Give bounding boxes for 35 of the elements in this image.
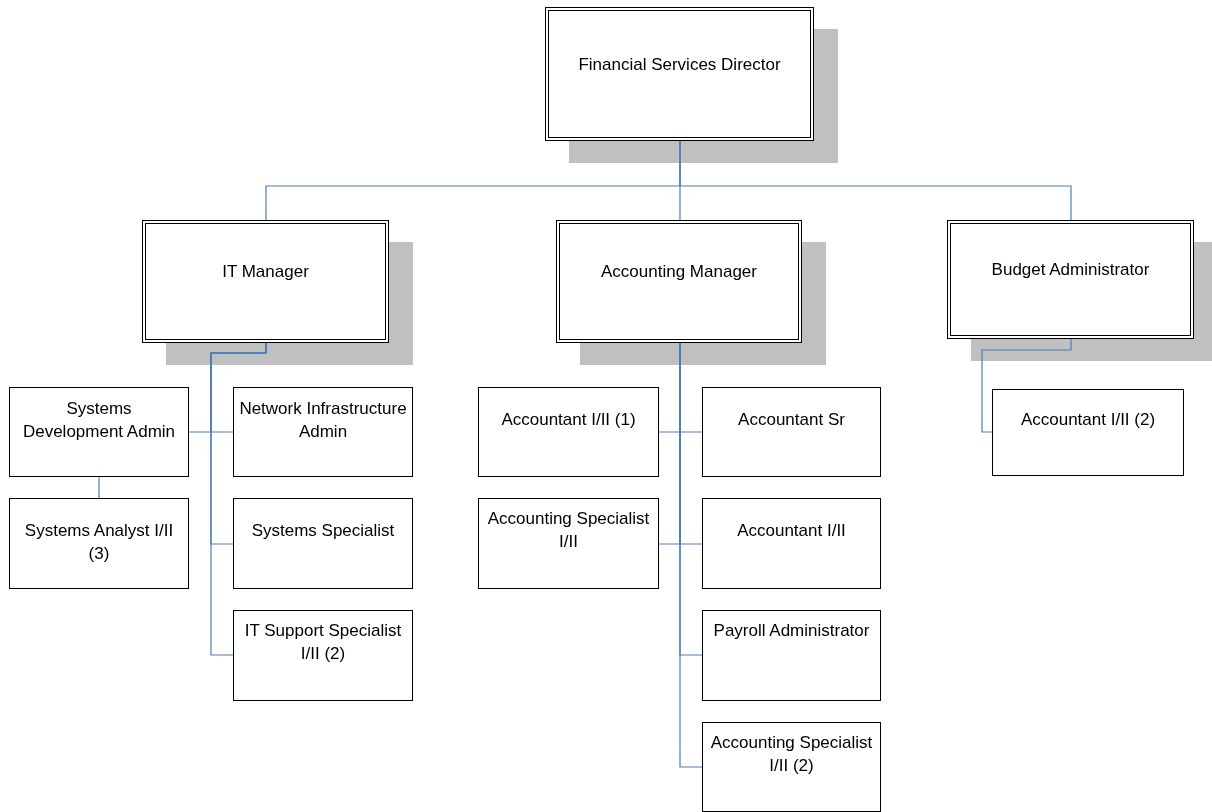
position-box: [9, 387, 189, 477]
position-title: Accountant I/II: [736, 520, 847, 542]
position-title: Payroll Administrator: [712, 620, 871, 642]
position-box: [992, 389, 1184, 476]
position-title: Systems Analyst I/II (3): [23, 520, 175, 565]
manager-box: [556, 220, 802, 343]
position-title: Network Infrastructure Admin: [238, 398, 408, 443]
position-box: [9, 498, 189, 589]
position-title: Budget Administrator: [990, 259, 1151, 281]
position-title: Systems Specialist: [250, 520, 396, 542]
position-title: Accounting Manager: [600, 261, 758, 283]
position-box: [702, 610, 881, 701]
position-box: [233, 610, 413, 701]
connector-line: [98, 476, 100, 499]
position-title: Accountant Sr: [737, 409, 846, 431]
connector-line: [981, 338, 1072, 433]
position-title: IT Manager: [221, 261, 310, 283]
position-box: [478, 387, 659, 477]
manager-box: [142, 220, 389, 343]
position-box: [702, 722, 881, 812]
position-title: Accounting Specialist I/II: [486, 508, 651, 553]
position-title: Accountant I/II (1): [500, 409, 637, 431]
position-title: Accountant I/II (2): [1019, 409, 1157, 431]
position-title: Accounting Specialist I/II (2): [709, 732, 874, 777]
position-box: [478, 498, 659, 589]
position-box: [702, 387, 881, 477]
position-title: IT Support Specialist I/II (2): [243, 620, 403, 665]
position-box: [233, 498, 413, 589]
position-box: [702, 498, 881, 589]
position-title: Financial Services Director: [577, 54, 782, 76]
manager-box: [947, 220, 1194, 339]
position-box: [233, 387, 413, 477]
manager-box: [545, 7, 814, 141]
position-title: Systems Development Admin: [21, 398, 177, 443]
connector-line: [679, 140, 1072, 221]
